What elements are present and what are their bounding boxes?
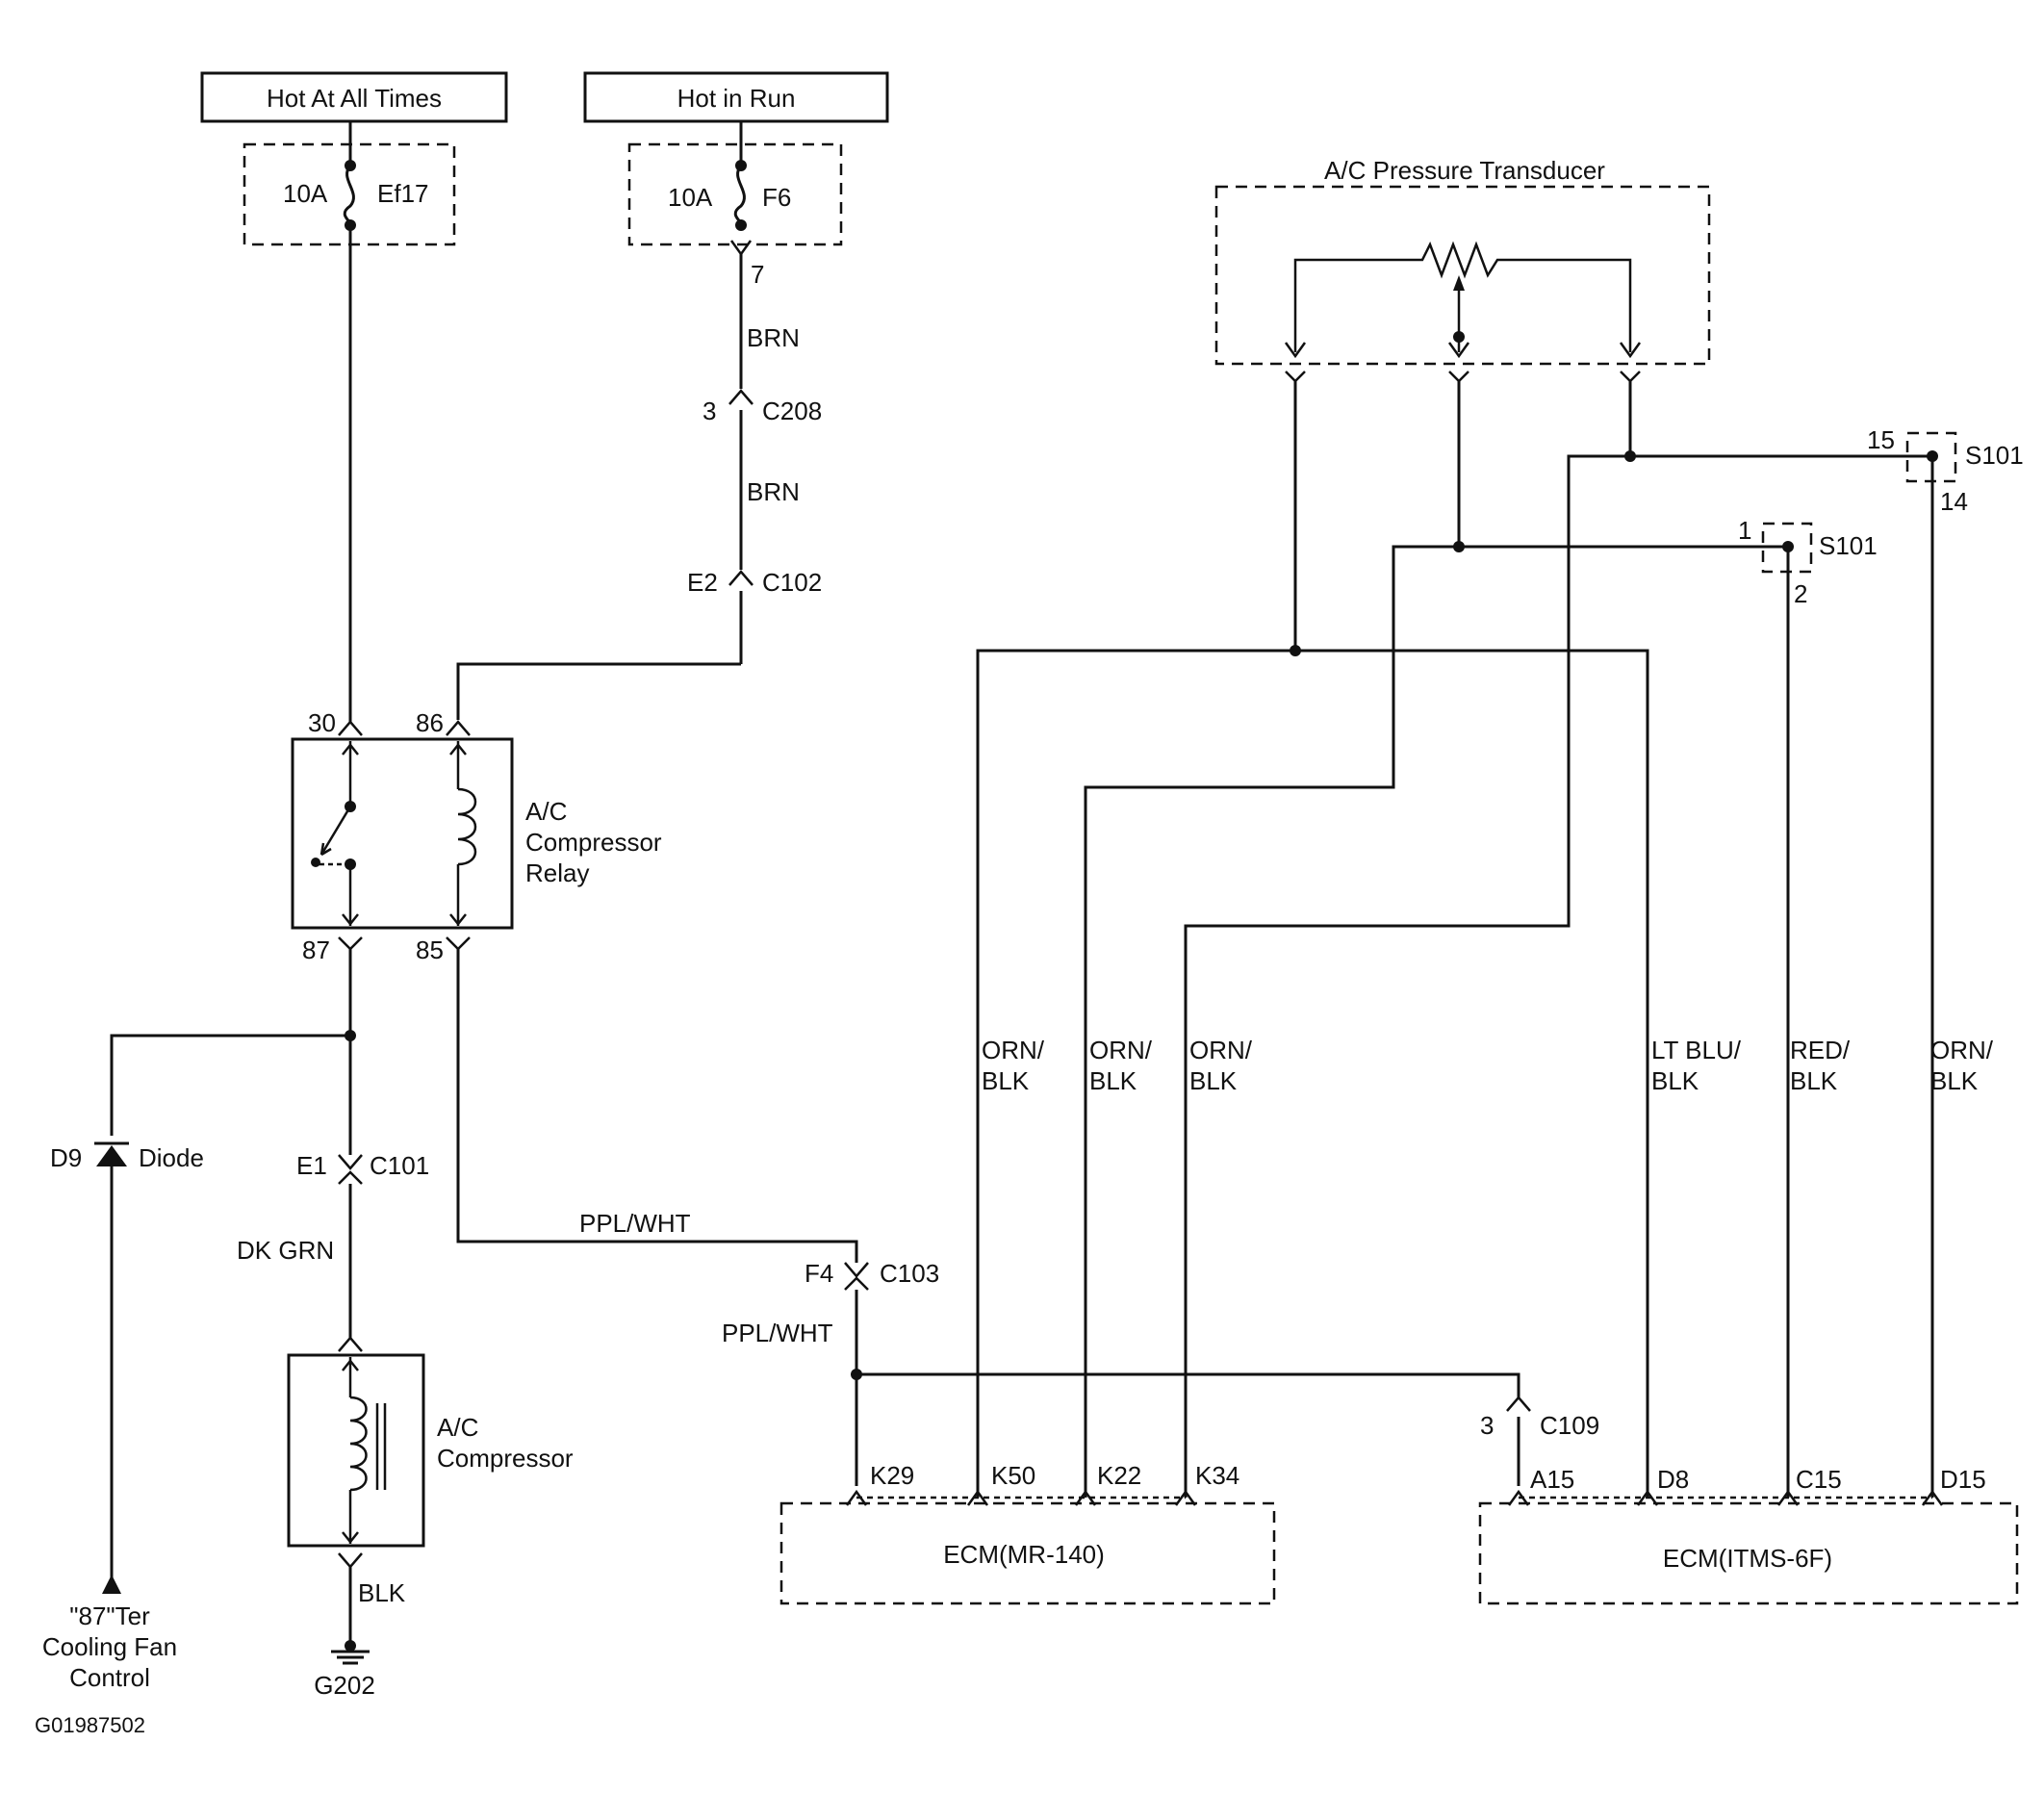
c102-pin: E2 — [687, 568, 718, 597]
wire-label-k22-2: BLK — [1089, 1066, 1137, 1095]
wire-label-k50-1: ORN/ — [982, 1036, 1045, 1064]
ground-g202: G202 — [314, 1671, 375, 1700]
wire-label-d15-1: ORN/ — [1930, 1036, 1994, 1064]
relay-pin-30: 30 — [308, 708, 336, 737]
wire-label-c15-1: RED/ — [1790, 1036, 1851, 1064]
fuse-ef17: 10A Ef17 — [243, 121, 456, 246]
fuse-f6: 10A F6 7 — [627, 121, 843, 289]
fuse-f6-name: F6 — [762, 183, 791, 212]
hot-in-run-box: Hot in Run — [583, 71, 889, 123]
splice-s101-mid: 1 S101 2 — [1738, 516, 1878, 608]
relay-pin-86: 86 — [416, 708, 444, 737]
ecm1-label: ECM(MR-140) — [943, 1540, 1105, 1569]
cooling-fan-control-label: "87"Ter Cooling Fan Control — [42, 1602, 177, 1692]
splice-s101-top: 15 S101 14 — [1867, 425, 2024, 516]
relay-pin-85: 85 — [416, 935, 444, 964]
c102-name: C102 — [762, 568, 822, 597]
wire-label-k22-1: ORN/ — [1089, 1036, 1153, 1064]
hot-at-all-times-label: Hot At All Times — [267, 84, 442, 113]
figure-id: G01987502 — [35, 1713, 145, 1737]
fuse-ef17-rating: 10A — [283, 179, 328, 208]
c208-name: C208 — [762, 397, 822, 425]
wire-label-ppl-wht-2: PPL/WHT — [722, 1319, 833, 1347]
wire-label-brn-1: BRN — [747, 323, 800, 352]
wire-label-k50-2: BLK — [982, 1066, 1030, 1095]
c208-pin: 3 — [703, 397, 716, 425]
diode-label: Diode — [139, 1143, 204, 1172]
wire-label-d15-2: BLK — [1930, 1066, 1979, 1095]
ac-compressor: A/C Compressor — [287, 1336, 574, 1665]
ecm-mr140: K29 K50 K22 K34 ECM(MR-140) — [779, 1461, 1276, 1605]
wire-relay87-to-compressor — [338, 949, 363, 1338]
transducer-label: A/C Pressure Transducer — [1324, 156, 1605, 185]
compressor-label-2: Compressor — [437, 1444, 574, 1473]
wire-label-d8-1: LT BLU/ — [1651, 1036, 1742, 1064]
cooling-fan-line-3: Control — [69, 1663, 150, 1692]
relay-label-1: A/C — [525, 797, 567, 826]
ecm2-pin-d8: D8 — [1657, 1465, 1689, 1494]
s101-mid-name: S101 — [1819, 531, 1878, 560]
wire-label-c15-2: BLK — [1790, 1066, 1838, 1095]
wire-label-blk: BLK — [358, 1578, 406, 1607]
relay-label-2: Compressor — [525, 828, 662, 857]
cooling-fan-line-1: "87"Ter — [69, 1602, 150, 1630]
c109-pin: 3 — [1480, 1411, 1494, 1440]
s101-top-name: S101 — [1965, 441, 2024, 470]
diode-ref: D9 — [50, 1143, 82, 1172]
wire-relay85-to-c103 — [456, 949, 1531, 1486]
wire-label-brn-2: BRN — [747, 477, 800, 506]
hot-at-all-times-box: Hot At All Times — [200, 71, 508, 123]
ecm1-pin-k29: K29 — [870, 1461, 914, 1490]
transducer-wiring — [976, 381, 1938, 1498]
c109-name: C109 — [1540, 1411, 1599, 1440]
c103-name: C103 — [880, 1259, 939, 1288]
ecm2-label: ECM(ITMS-6F) — [1663, 1544, 1832, 1573]
fuse-f6-pin: 7 — [751, 260, 764, 289]
c101-pin: E1 — [296, 1151, 327, 1180]
c101-name: C101 — [370, 1151, 429, 1180]
wire-label-k34-2: BLK — [1189, 1066, 1238, 1095]
ecm1-pin-k50: K50 — [991, 1461, 1035, 1490]
diode-d9: D9 Diode — [50, 1034, 350, 1594]
ecm2-pin-a15: A15 — [1530, 1465, 1574, 1494]
fuse-f6-rating: 10A — [668, 183, 713, 212]
relay-label-3: Relay — [525, 859, 589, 887]
wire-label-ppl-wht-1: PPL/WHT — [579, 1209, 691, 1238]
c103-pin: F4 — [805, 1259, 833, 1288]
s101-top-pin-out: 14 — [1940, 487, 1968, 516]
ecm-itms6f: A15 D8 C15 D15 ECM(ITMS-6F) — [1478, 1465, 2019, 1605]
fuse-ef17-name: Ef17 — [377, 179, 429, 208]
s101-mid-pin-out: 2 — [1794, 579, 1807, 608]
cooling-fan-line-2: Cooling Fan — [42, 1632, 177, 1661]
relay-pin-87: 87 — [302, 935, 330, 964]
hot-in-run-label: Hot in Run — [677, 84, 796, 113]
ac-compressor-relay: 30 86 A/C Compressor Relay 87 85 — [291, 708, 662, 964]
s101-top-pin-in: 15 — [1867, 425, 1895, 454]
ecm1-pin-k22: K22 — [1097, 1461, 1141, 1490]
ecm2-pin-d15: D15 — [1940, 1465, 1986, 1494]
ecm-wire-labels: ORN/ BLK ORN/ BLK ORN/ BLK LT BLU/ BLK R… — [982, 1036, 1994, 1095]
wire-f6-to-relay — [456, 254, 754, 720]
wire-label-dk-grn: DK GRN — [237, 1236, 334, 1265]
s101-mid-pin-in: 1 — [1738, 516, 1751, 545]
wire-label-d8-2: BLK — [1651, 1066, 1699, 1095]
ecm2-pin-c15: C15 — [1796, 1465, 1842, 1494]
ecm1-pin-k34: K34 — [1195, 1461, 1239, 1490]
compressor-label-1: A/C — [437, 1413, 478, 1442]
wire-label-k34-1: ORN/ — [1189, 1036, 1253, 1064]
ac-pressure-transducer: A/C Pressure Transducer — [1214, 156, 1711, 383]
